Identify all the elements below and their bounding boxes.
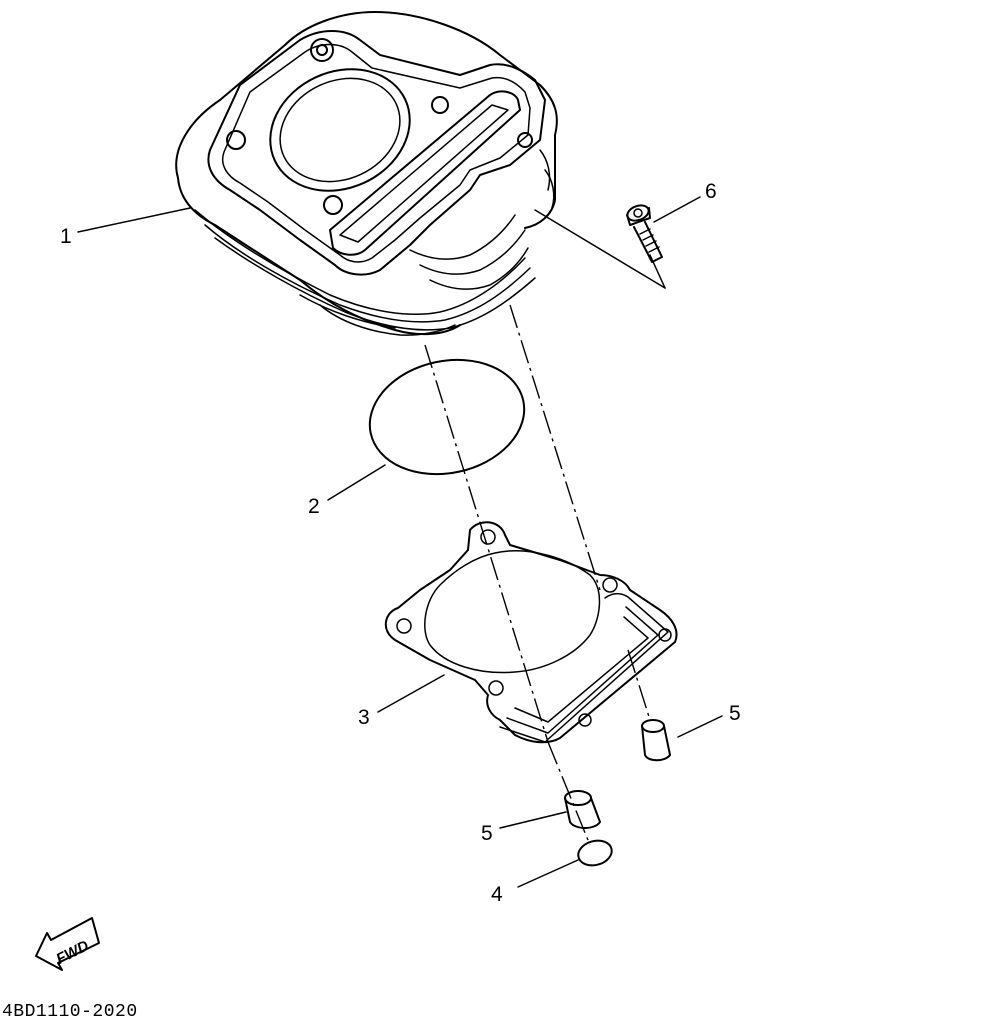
dowel-pin-part-lower [564,790,601,829]
callout-2: 2 [308,495,320,518]
fwd-label: FWD [53,937,91,968]
cylinder-gasket-part [384,521,678,744]
o-ring-part [368,358,526,476]
dowel-pin-part-upper [641,719,671,762]
callout-5-upper: 5 [729,702,741,725]
callout-1: 1 [60,225,72,248]
callout-leaders [77,196,723,888]
callout-6: 6 [705,180,717,203]
fwd-arrow-icon: FWD [35,917,100,971]
diagram-code: 4BD1110-2020 [2,1002,138,1019]
callout-4: 4 [491,883,503,906]
callout-5-lower: 5 [481,822,493,845]
bolt-part [626,204,663,263]
callout-3: 3 [358,706,370,729]
cylinder-part [175,11,558,336]
plug-part [577,839,613,867]
callout-labels: 1 2 3 4 5 5 6 [60,180,741,906]
